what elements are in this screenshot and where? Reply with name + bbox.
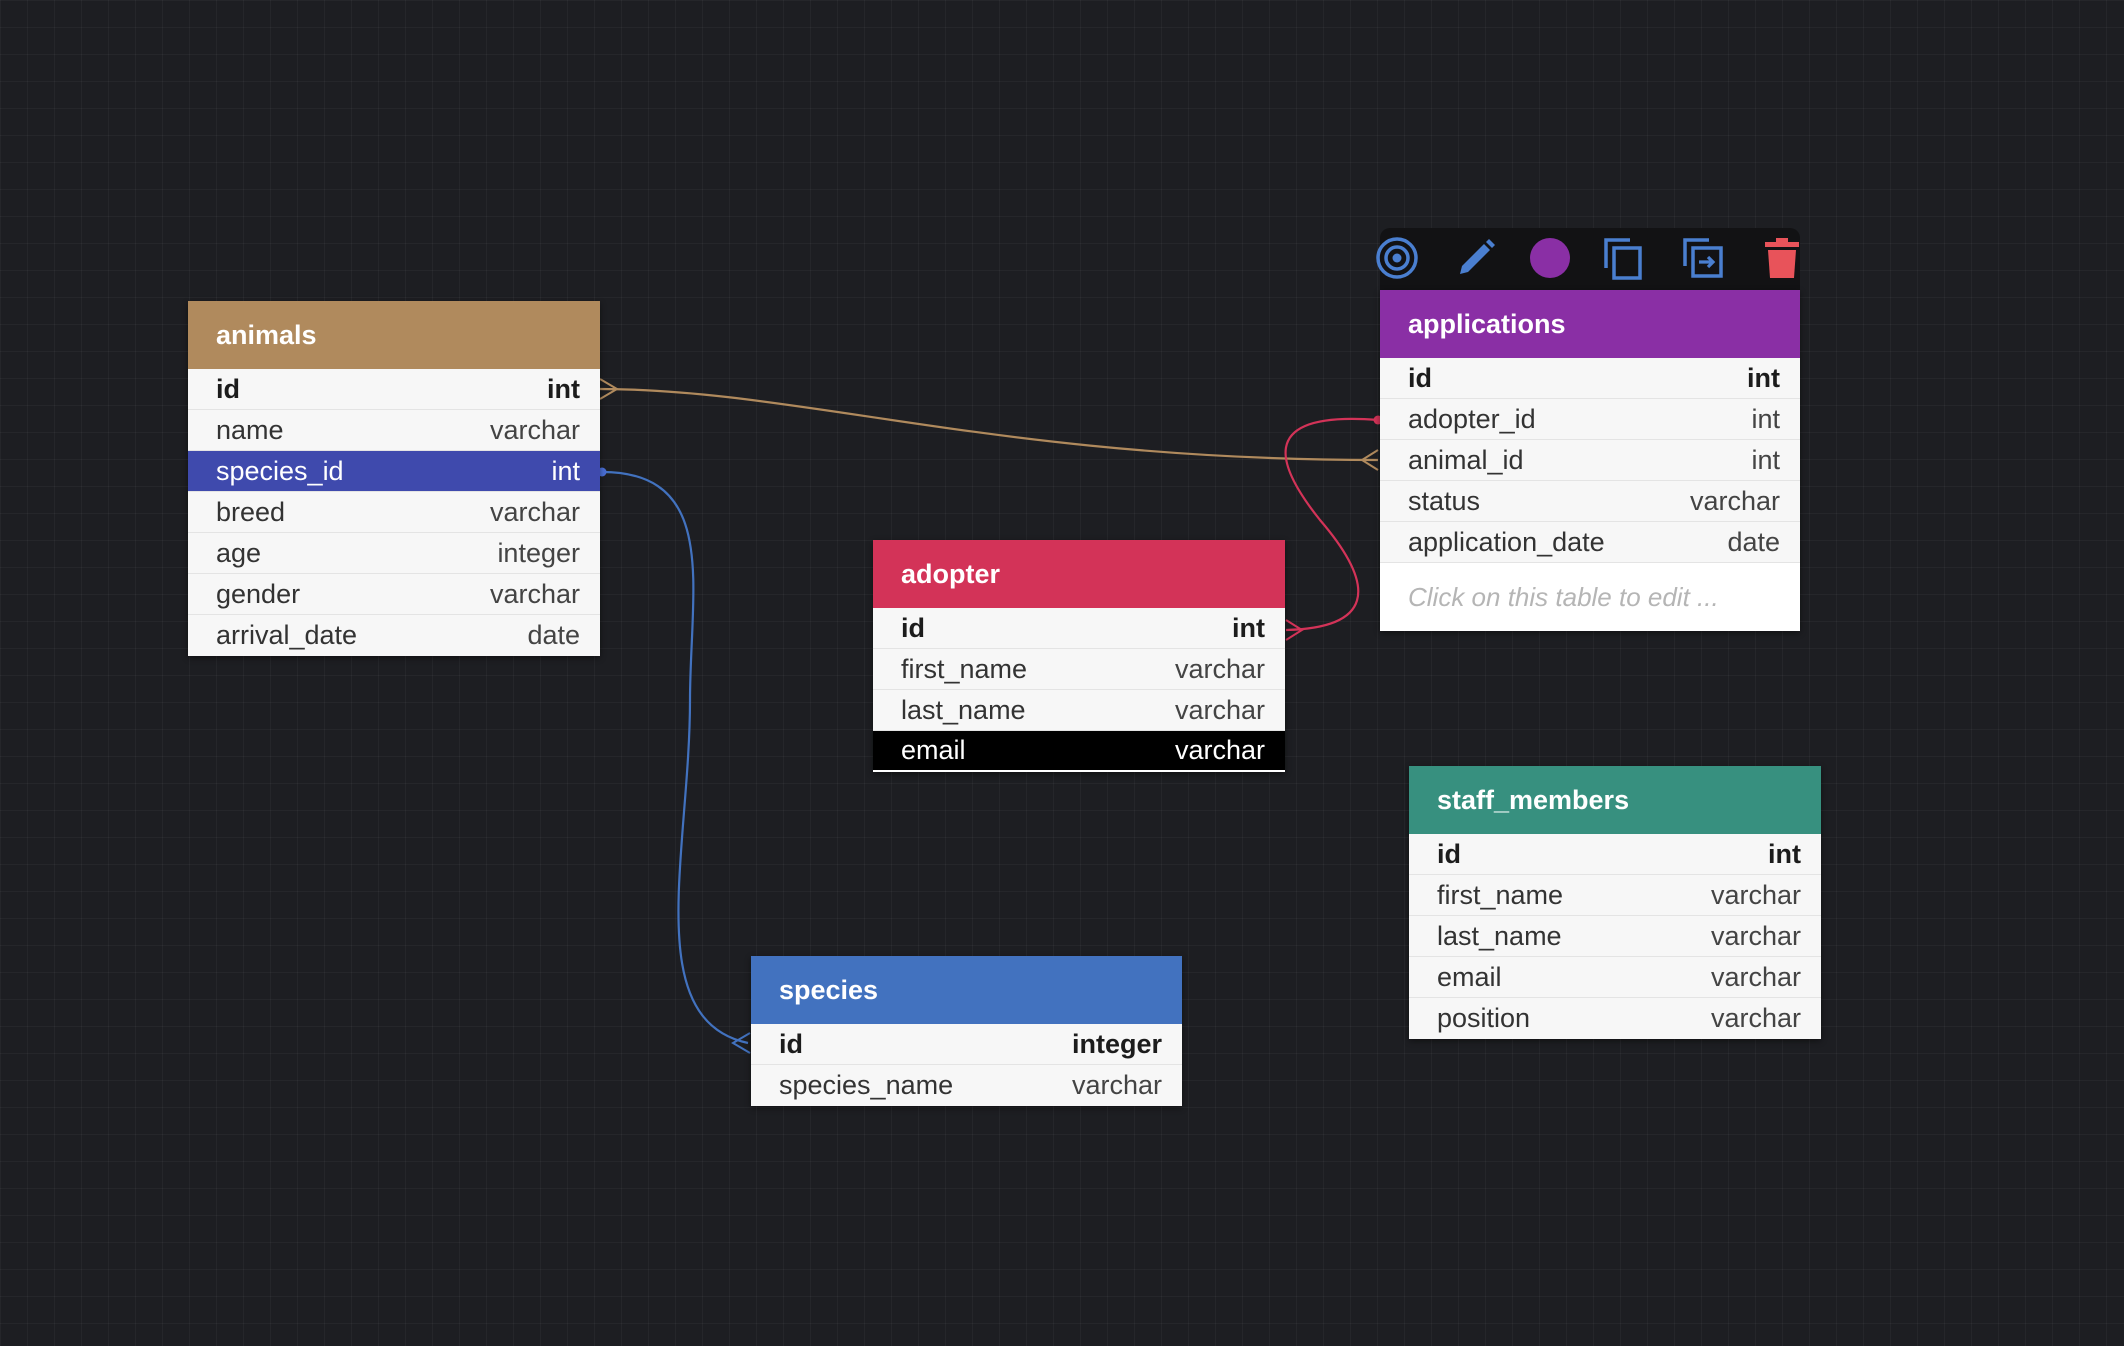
field-name: application_date <box>1408 526 1605 557</box>
crowfoot-applications-end <box>1360 449 1379 471</box>
field-row-id[interactable]: id int <box>188 369 600 410</box>
field-type: int <box>1747 362 1780 393</box>
field-name: arrival_date <box>216 620 358 650</box>
relation-adopter-applications[interactable] <box>1284 417 1379 632</box>
edit-hint[interactable]: Click on this table to edit ... <box>1380 563 1800 631</box>
field-name: name <box>216 414 284 445</box>
crowfoot-species-end <box>731 1032 751 1054</box>
field-type: varchar <box>1710 1003 1801 1033</box>
field-row-email[interactable]: email varchar <box>1409 957 1821 998</box>
crowfoot-adopter-end <box>1285 619 1304 641</box>
field-name: email <box>1437 961 1502 992</box>
field-type: int <box>1768 838 1801 869</box>
copy-icon[interactable] <box>1598 232 1650 284</box>
field-name: id <box>1437 838 1461 869</box>
table-header[interactable]: animals <box>188 301 600 369</box>
field-row-breed[interactable]: breed varchar <box>188 492 600 533</box>
field-type: varchar <box>1071 1070 1162 1100</box>
field-type: varchar <box>1174 653 1265 684</box>
field-row-gender[interactable]: gender varchar <box>188 574 600 615</box>
field-type: varchar <box>489 496 580 527</box>
field-name: id <box>216 373 240 404</box>
color-dot-icon[interactable] <box>1524 232 1576 284</box>
field-name: id <box>901 612 925 643</box>
table-header[interactable]: adopter <box>873 540 1285 608</box>
field-type: varchar <box>1710 920 1801 951</box>
field-name: last_name <box>901 694 1026 725</box>
field-name: id <box>1408 362 1432 393</box>
field-name: species_name <box>779 1070 954 1100</box>
field-row-adopter-id[interactable]: adopter_id int <box>1380 399 1800 440</box>
field-name: animal_id <box>1408 444 1524 475</box>
field-row-species-name[interactable]: species_name varchar <box>751 1065 1182 1106</box>
field-type: varchar <box>1710 961 1801 992</box>
field-type: varchar <box>489 578 580 609</box>
table-adopter[interactable]: adopter id int first_name varchar last_n… <box>873 540 1285 772</box>
field-type: int <box>1751 444 1780 475</box>
table-title: species <box>779 974 879 1005</box>
table-title: applications <box>1408 308 1566 339</box>
field-type: varchar <box>1174 735 1265 765</box>
field-row-id[interactable]: id int <box>873 608 1285 649</box>
field-name: species_id <box>216 455 344 486</box>
table-animals[interactable]: animals id int name varchar species_id i… <box>188 301 600 656</box>
table-applications[interactable]: applications id int adopter_id int anima… <box>1380 290 1800 631</box>
field-name: first_name <box>901 653 1028 684</box>
field-type: integer <box>1071 1028 1162 1059</box>
table-title: animals <box>216 319 317 350</box>
field-row-last-name[interactable]: last_name varchar <box>873 690 1285 731</box>
pencil-icon[interactable] <box>1450 232 1502 284</box>
trash-icon[interactable] <box>1756 232 1808 284</box>
target-icon[interactable] <box>1371 232 1423 284</box>
field-type: date <box>1727 526 1780 557</box>
field-name: breed <box>216 496 286 527</box>
field-row-age[interactable]: age integer <box>188 533 600 574</box>
field-row-id[interactable]: id int <box>1380 358 1800 399</box>
field-name: adopter_id <box>1408 403 1536 434</box>
field-name: first_name <box>1437 879 1564 910</box>
field-type: int <box>1751 403 1780 434</box>
field-type: date <box>527 620 580 650</box>
relation-animals-species[interactable] <box>601 470 749 1045</box>
table-species[interactable]: species id integer species_name varchar <box>751 956 1182 1106</box>
field-type: integer <box>497 537 580 568</box>
field-row-id[interactable]: id int <box>1409 834 1821 875</box>
field-row-first-name[interactable]: first_name varchar <box>1409 875 1821 916</box>
table-header[interactable]: species <box>751 956 1182 1024</box>
field-type: varchar <box>489 414 580 445</box>
field-name: age <box>216 537 262 568</box>
field-type: varchar <box>1689 485 1780 516</box>
field-type: varchar <box>1174 694 1265 725</box>
field-row-last-name[interactable]: last_name varchar <box>1409 916 1821 957</box>
table-header[interactable]: staff_members <box>1409 766 1821 834</box>
field-row-status[interactable]: status varchar <box>1380 481 1800 522</box>
field-name: id <box>779 1028 803 1059</box>
field-name: position <box>1437 1003 1531 1033</box>
table-title: staff_members <box>1437 784 1630 815</box>
duplicate-icon[interactable] <box>1677 232 1729 284</box>
field-type: int <box>547 373 580 404</box>
table-staff-members[interactable]: staff_members id int first_name varchar … <box>1409 766 1821 1039</box>
field-name: email <box>901 735 966 765</box>
field-row-name[interactable]: name varchar <box>188 410 600 451</box>
field-name: status <box>1408 485 1481 516</box>
field-row-id[interactable]: id integer <box>751 1024 1182 1065</box>
field-row-first-name[interactable]: first_name varchar <box>873 649 1285 690</box>
field-row-arrival-date[interactable]: arrival_date date <box>188 615 600 656</box>
field-name: last_name <box>1437 920 1562 951</box>
field-row-animal-id[interactable]: animal_id int <box>1380 440 1800 481</box>
field-row-species-id[interactable]: species_id int <box>188 451 600 492</box>
field-type: int <box>1232 612 1265 643</box>
crowfoot-animals-end <box>599 378 619 400</box>
relation-animals-applications[interactable] <box>599 387 1379 462</box>
field-name: gender <box>216 578 301 609</box>
table-title: adopter <box>901 558 1001 589</box>
field-type: int <box>551 455 580 486</box>
field-row-application-date[interactable]: application_date date <box>1380 522 1800 563</box>
field-type: varchar <box>1710 879 1801 910</box>
table-header[interactable]: applications <box>1380 290 1800 358</box>
field-row-position[interactable]: position varchar <box>1409 998 1821 1039</box>
field-row-email[interactable]: email varchar <box>873 731 1285 772</box>
